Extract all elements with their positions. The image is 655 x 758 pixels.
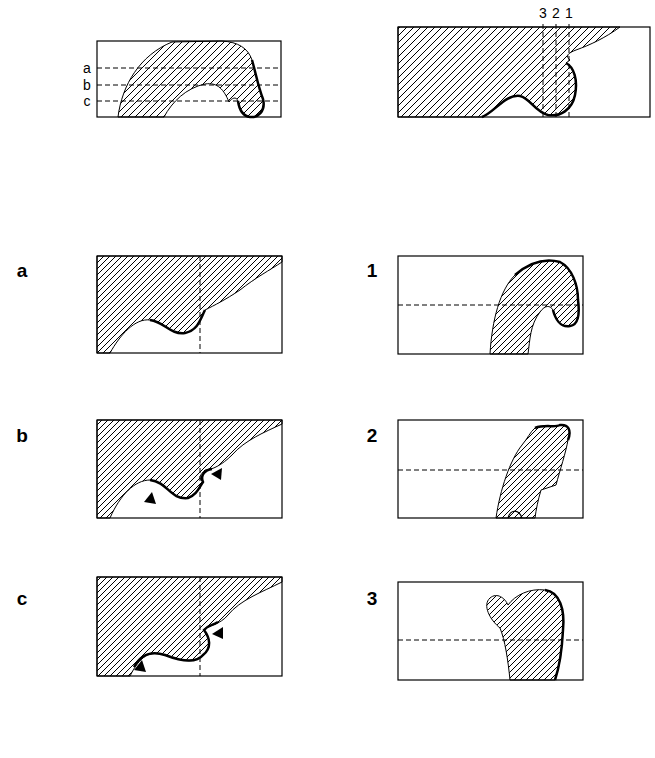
hook-shape (490, 261, 579, 354)
panel-label: 3 (367, 589, 378, 608)
section-label: 3 (539, 6, 547, 20)
section-panel (398, 256, 583, 354)
section-panel (97, 577, 282, 676)
panel-frame (398, 420, 583, 518)
hook-shape (118, 41, 264, 117)
bold-outline (150, 469, 212, 498)
section-label: 1 (565, 6, 573, 20)
arrowhead-marker (211, 468, 222, 480)
panel-frame (97, 41, 281, 117)
tissue-region (97, 577, 282, 676)
overview-panel-right (398, 24, 650, 117)
section-panel (398, 420, 583, 518)
section-line (97, 85, 281, 86)
panel-frame (398, 582, 583, 680)
panel-frame (398, 256, 583, 354)
section-label: c (84, 94, 91, 108)
section-label: 2 (552, 6, 560, 20)
section-line (97, 68, 281, 69)
tissue-region (97, 420, 282, 518)
overview-panel-left (97, 41, 281, 117)
panel-label: c (17, 589, 28, 608)
section-line (398, 305, 583, 306)
section-panel (398, 582, 583, 680)
tissue-region (97, 256, 282, 353)
panel-label: 2 (367, 426, 378, 445)
section-line (398, 470, 583, 471)
panel-label: a (17, 261, 28, 280)
arrowhead-marker (134, 660, 146, 672)
section-label: a (83, 61, 91, 75)
section-line (569, 24, 570, 117)
section-panel (97, 420, 282, 518)
hook-shape (487, 590, 564, 680)
section-line (97, 101, 281, 102)
panel-label: 1 (367, 261, 378, 280)
bold-outline (482, 63, 576, 117)
section-line (556, 24, 557, 117)
section-line (200, 420, 201, 518)
bold-outline (515, 261, 579, 327)
panel-frame (398, 27, 650, 117)
section-line (200, 577, 201, 676)
section-line (200, 256, 201, 353)
bold-outline (150, 310, 205, 333)
bold-outline (545, 590, 563, 680)
bold-outline (535, 425, 570, 440)
bold-outline (134, 622, 218, 667)
tissue-region (398, 27, 620, 117)
panel-frame (97, 420, 282, 518)
section-line (543, 24, 544, 117)
panel-label: b (16, 426, 28, 445)
small-outline (508, 511, 522, 518)
arrowhead-marker (212, 627, 223, 639)
bold-outline (238, 60, 264, 117)
hook-shape (496, 425, 570, 518)
panel-frame (97, 577, 282, 676)
section-label: b (83, 78, 91, 92)
section-panel (97, 256, 282, 353)
section-line (398, 640, 583, 641)
arrowhead-marker (144, 492, 156, 504)
panel-frame (97, 256, 282, 353)
